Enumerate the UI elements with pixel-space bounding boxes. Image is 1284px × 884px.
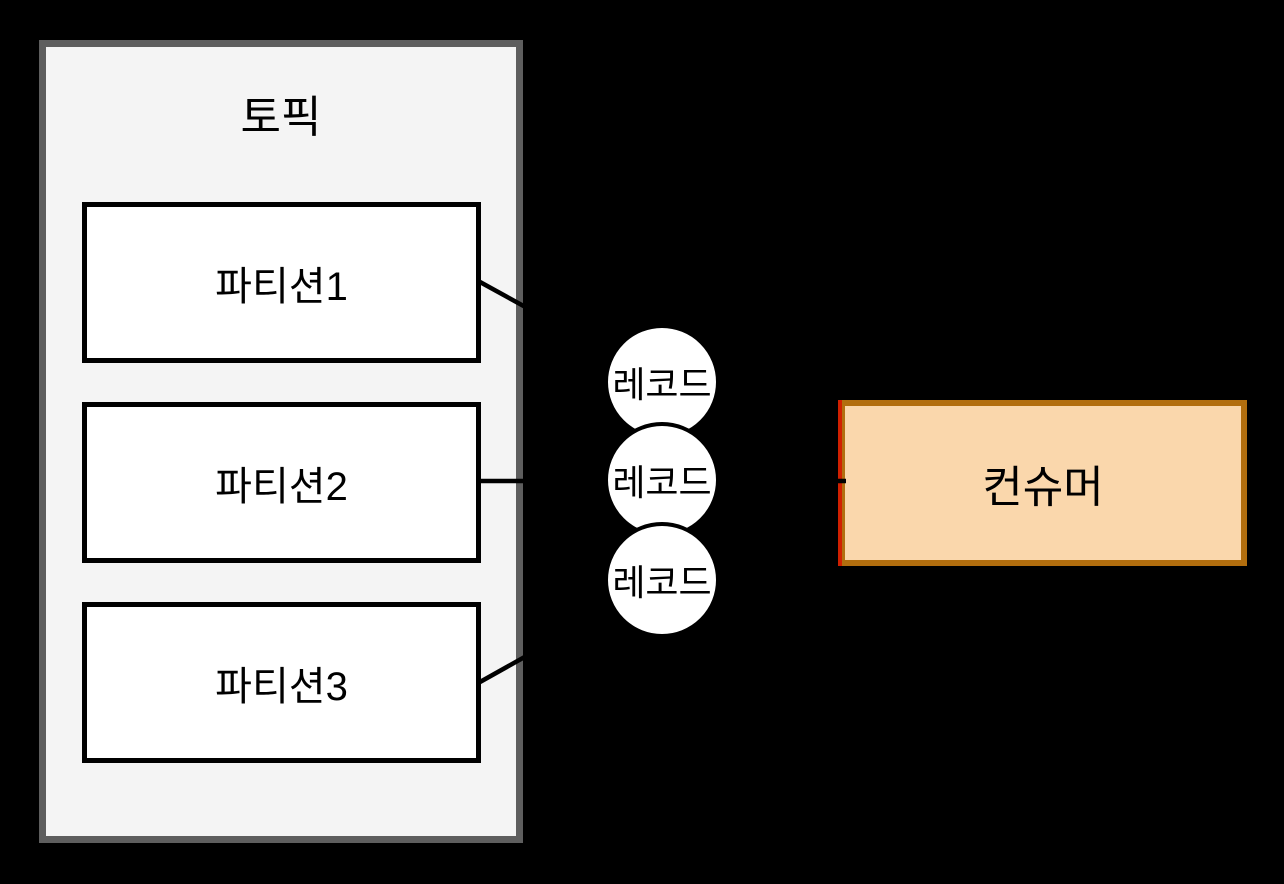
consumer-box: 컨슈머 [839,400,1247,566]
record-label-1: 레코드 [612,364,712,405]
record-circle-2: 레코드 [604,422,720,538]
consumer-label: 컨슈머 [982,463,1104,512]
partition-label-1: 파티션1 [215,264,348,309]
topic-title: 토픽 [240,93,322,142]
record-label-3: 레코드 [612,562,712,603]
record-circle-3: 레코드 [604,522,720,638]
partition-box-2: 파티션2 [82,402,481,563]
partition-box-1: 파티션1 [82,202,481,363]
record-label-2: 레코드 [612,462,712,503]
consumer-left-accent-line [838,400,842,566]
partition-label-2: 파티션2 [215,464,348,509]
partition-label-3: 파티션3 [215,664,348,709]
partition-box-3: 파티션3 [82,602,481,763]
